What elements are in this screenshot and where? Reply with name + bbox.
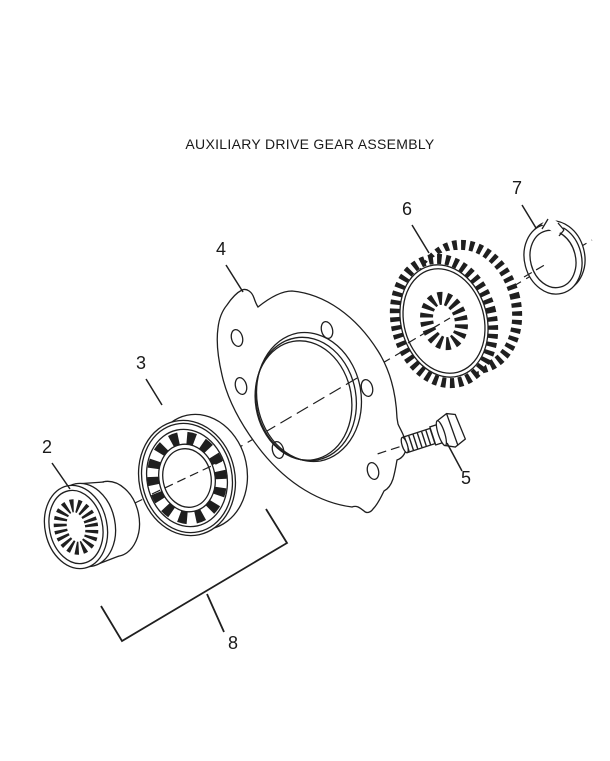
callout-label-2: 2 [42, 437, 52, 457]
gear-spline-bore [420, 291, 468, 351]
group-bracket-8 [100, 508, 289, 643]
part-2-splined-coupling [43, 480, 141, 570]
bolt-hole [320, 321, 334, 339]
part-5-hex-bolt [377, 412, 467, 455]
part-3-roller-bearing [137, 413, 249, 537]
leader-line-2 [51, 462, 71, 490]
centerline-segment-ring [523, 262, 549, 278]
centerline-segment-bearing [151, 460, 223, 495]
callout-label-7: 7 [512, 178, 522, 198]
bolt-axis-centerline [377, 444, 404, 455]
part-6-drive-gear [389, 239, 523, 389]
bearing-rollers [147, 431, 227, 525]
part-4-retainer-plate [216, 288, 407, 514]
bolt-hole [366, 462, 380, 480]
leader-line-4 [225, 264, 244, 293]
centerline-segment-gear [407, 317, 451, 344]
leader-line-7 [521, 204, 537, 229]
bolt-hole [271, 441, 285, 459]
coupling-splines [53, 499, 99, 555]
part-7-retaining-ring [523, 215, 586, 295]
callout-label-4: 4 [216, 239, 226, 259]
callout-label-8: 8 [228, 633, 238, 653]
bolt-hole [230, 329, 244, 347]
diagram-title: AUXILIARY DRIVE GEAR ASSEMBLY [185, 136, 434, 152]
callout-label-6: 6 [402, 199, 412, 219]
callout-label-3: 3 [136, 353, 146, 373]
bolt-hole [234, 377, 248, 395]
bolt-threads [403, 428, 436, 452]
leader-line-3 [145, 378, 163, 406]
leader-line-5 [446, 442, 463, 472]
callout-label-5: 5 [461, 468, 471, 488]
bolt-hole [360, 379, 374, 397]
leader-line-6 [411, 224, 430, 254]
